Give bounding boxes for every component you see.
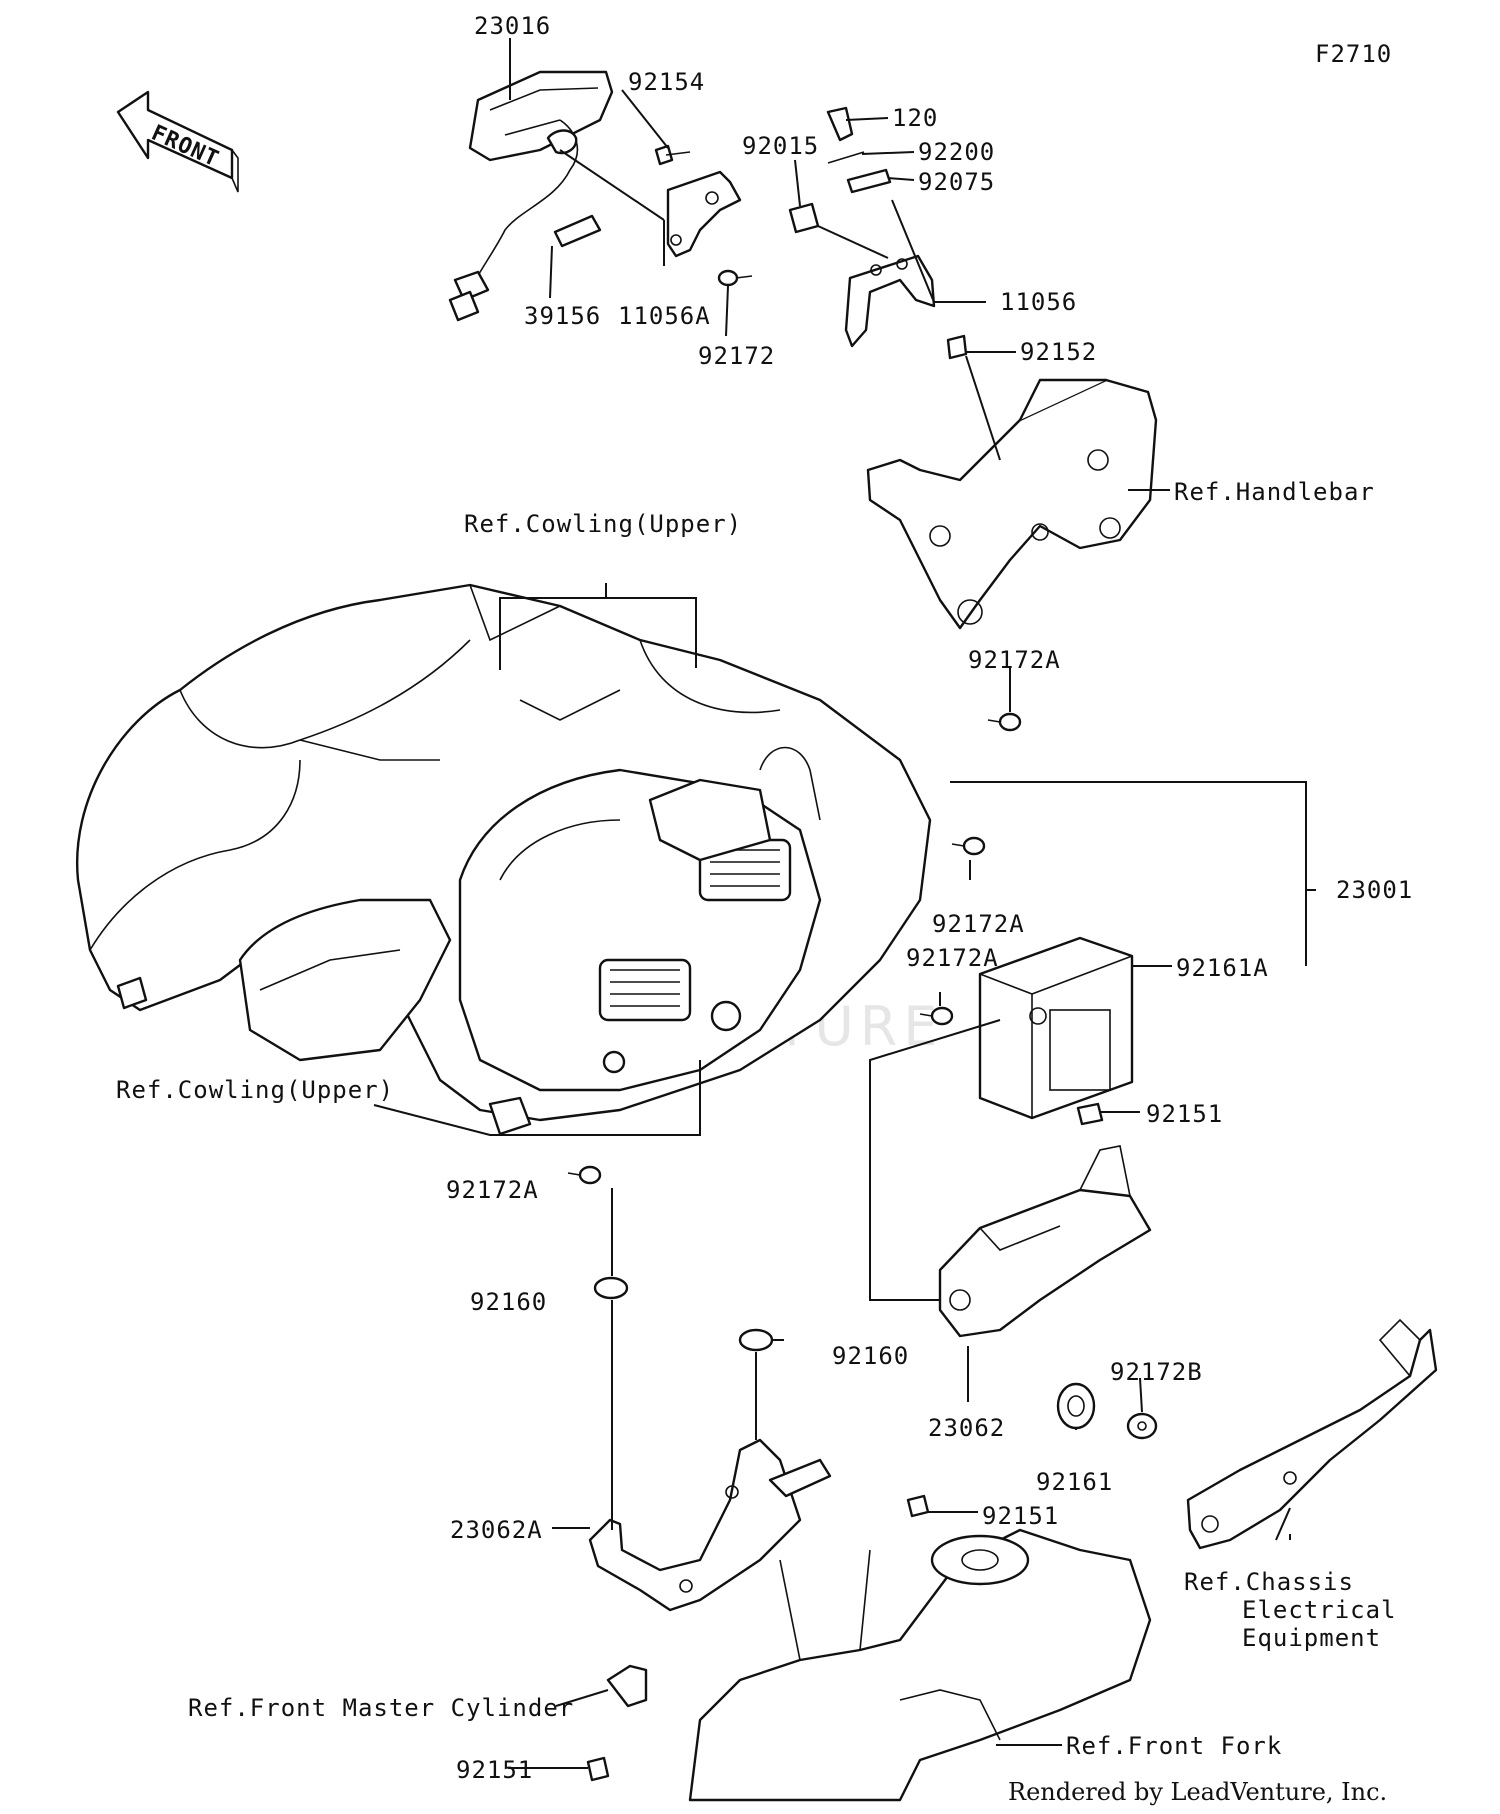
screw-92172A-top bbox=[987, 712, 1022, 732]
label-ref-handlebar: Ref.Handlebar bbox=[1174, 478, 1375, 506]
cowling-assembly bbox=[75, 583, 932, 1136]
label-92172A-top: 92172A bbox=[968, 646, 1061, 674]
bracket-11056 bbox=[844, 254, 936, 348]
bolt-92151-b bbox=[906, 1494, 930, 1518]
pad-39156 bbox=[553, 214, 602, 248]
label-92172A-mid: 92172A bbox=[932, 910, 1025, 938]
label-92161: 92161 bbox=[1036, 1468, 1113, 1496]
part-labels: 23016 92154 120 92015 92200 92075 39156 … bbox=[116, 12, 1413, 1784]
label-23062A: 23062A bbox=[450, 1516, 543, 1544]
label-ref-chassis-3: Equipment bbox=[1242, 1624, 1381, 1652]
label-ref-front-master-cylinder: Ref.Front Master Cylinder bbox=[188, 1694, 574, 1722]
front-fork bbox=[688, 1528, 1152, 1802]
label-92151-a: 92151 bbox=[1146, 1100, 1223, 1128]
washer-92172B bbox=[1126, 1412, 1158, 1440]
label-ref-cowling-upper-top: Ref.Cowling(Upper) bbox=[464, 510, 742, 538]
box-92161A bbox=[978, 936, 1134, 1120]
instrument-unit-23016 bbox=[448, 70, 614, 322]
bracket-11056A bbox=[666, 170, 742, 258]
label-92172: 92172 bbox=[698, 342, 775, 370]
screw-92172A-low bbox=[567, 1165, 602, 1185]
label-92200: 92200 bbox=[918, 138, 995, 166]
label-23001: 23001 bbox=[1336, 876, 1413, 904]
bracket-23062A bbox=[588, 1438, 832, 1612]
label-92015: 92015 bbox=[742, 132, 819, 160]
label-92161A: 92161A bbox=[1176, 954, 1269, 982]
credit-text: Rendered by LeadVenture, Inc. bbox=[1008, 1778, 1387, 1806]
screw-92172 bbox=[717, 269, 753, 287]
label-ref-chassis-2: Electrical bbox=[1242, 1596, 1397, 1624]
label-92154: 92154 bbox=[628, 68, 705, 96]
spacer-92075 bbox=[846, 168, 892, 194]
grommet-92161 bbox=[1056, 1382, 1096, 1430]
label-92151-b: 92151 bbox=[982, 1502, 1059, 1530]
label-11056A: 11056A bbox=[618, 302, 711, 330]
label-92172B: 92172B bbox=[1110, 1358, 1203, 1386]
leader-lines bbox=[373, 38, 1316, 1769]
label-11056: 11056 bbox=[1000, 288, 1077, 316]
label-ref-chassis-1: Ref.Chassis bbox=[1184, 1568, 1354, 1596]
label-120: 120 bbox=[892, 104, 938, 132]
bolt-92151-c bbox=[586, 1756, 610, 1782]
label-92172A-mid2: 92172A bbox=[906, 944, 999, 972]
figure-code: F2710 bbox=[1315, 40, 1392, 68]
bracket-23062 bbox=[938, 1145, 1152, 1338]
bolt-120 bbox=[826, 106, 854, 142]
chassis-bracket bbox=[1186, 1318, 1438, 1550]
label-92172A-low: 92172A bbox=[446, 1176, 539, 1204]
master-cylinder-bracket bbox=[606, 1664, 648, 1708]
label-ref-front-fork: Ref.Front Fork bbox=[1066, 1732, 1282, 1760]
collar-92015 bbox=[788, 202, 820, 234]
label-ref-cowling-upper-left: Ref.Cowling(Upper) bbox=[116, 1076, 394, 1104]
label-92160-right: 92160 bbox=[832, 1342, 909, 1370]
nut-92152 bbox=[946, 334, 968, 360]
handlebar-clamp bbox=[866, 378, 1158, 630]
label-92151-c: 92151 bbox=[456, 1756, 533, 1784]
label-23062: 23062 bbox=[928, 1414, 1005, 1442]
label-39156: 39156 bbox=[524, 302, 601, 330]
label-92075: 92075 bbox=[918, 168, 995, 196]
washer-92200 bbox=[827, 151, 865, 164]
grommet-92160-right bbox=[738, 1328, 774, 1352]
front-arrow-icon bbox=[116, 90, 239, 193]
bolt-92151-a bbox=[1076, 1102, 1104, 1126]
bolt-92154 bbox=[654, 144, 691, 166]
screw-92172A-mid bbox=[951, 836, 986, 856]
label-92152: 92152 bbox=[1020, 338, 1097, 366]
label-23016: 23016 bbox=[474, 12, 551, 40]
screw-92172A-mid2 bbox=[919, 1006, 954, 1026]
grommet-92160-left bbox=[593, 1276, 629, 1300]
label-92160-left: 92160 bbox=[470, 1288, 547, 1316]
